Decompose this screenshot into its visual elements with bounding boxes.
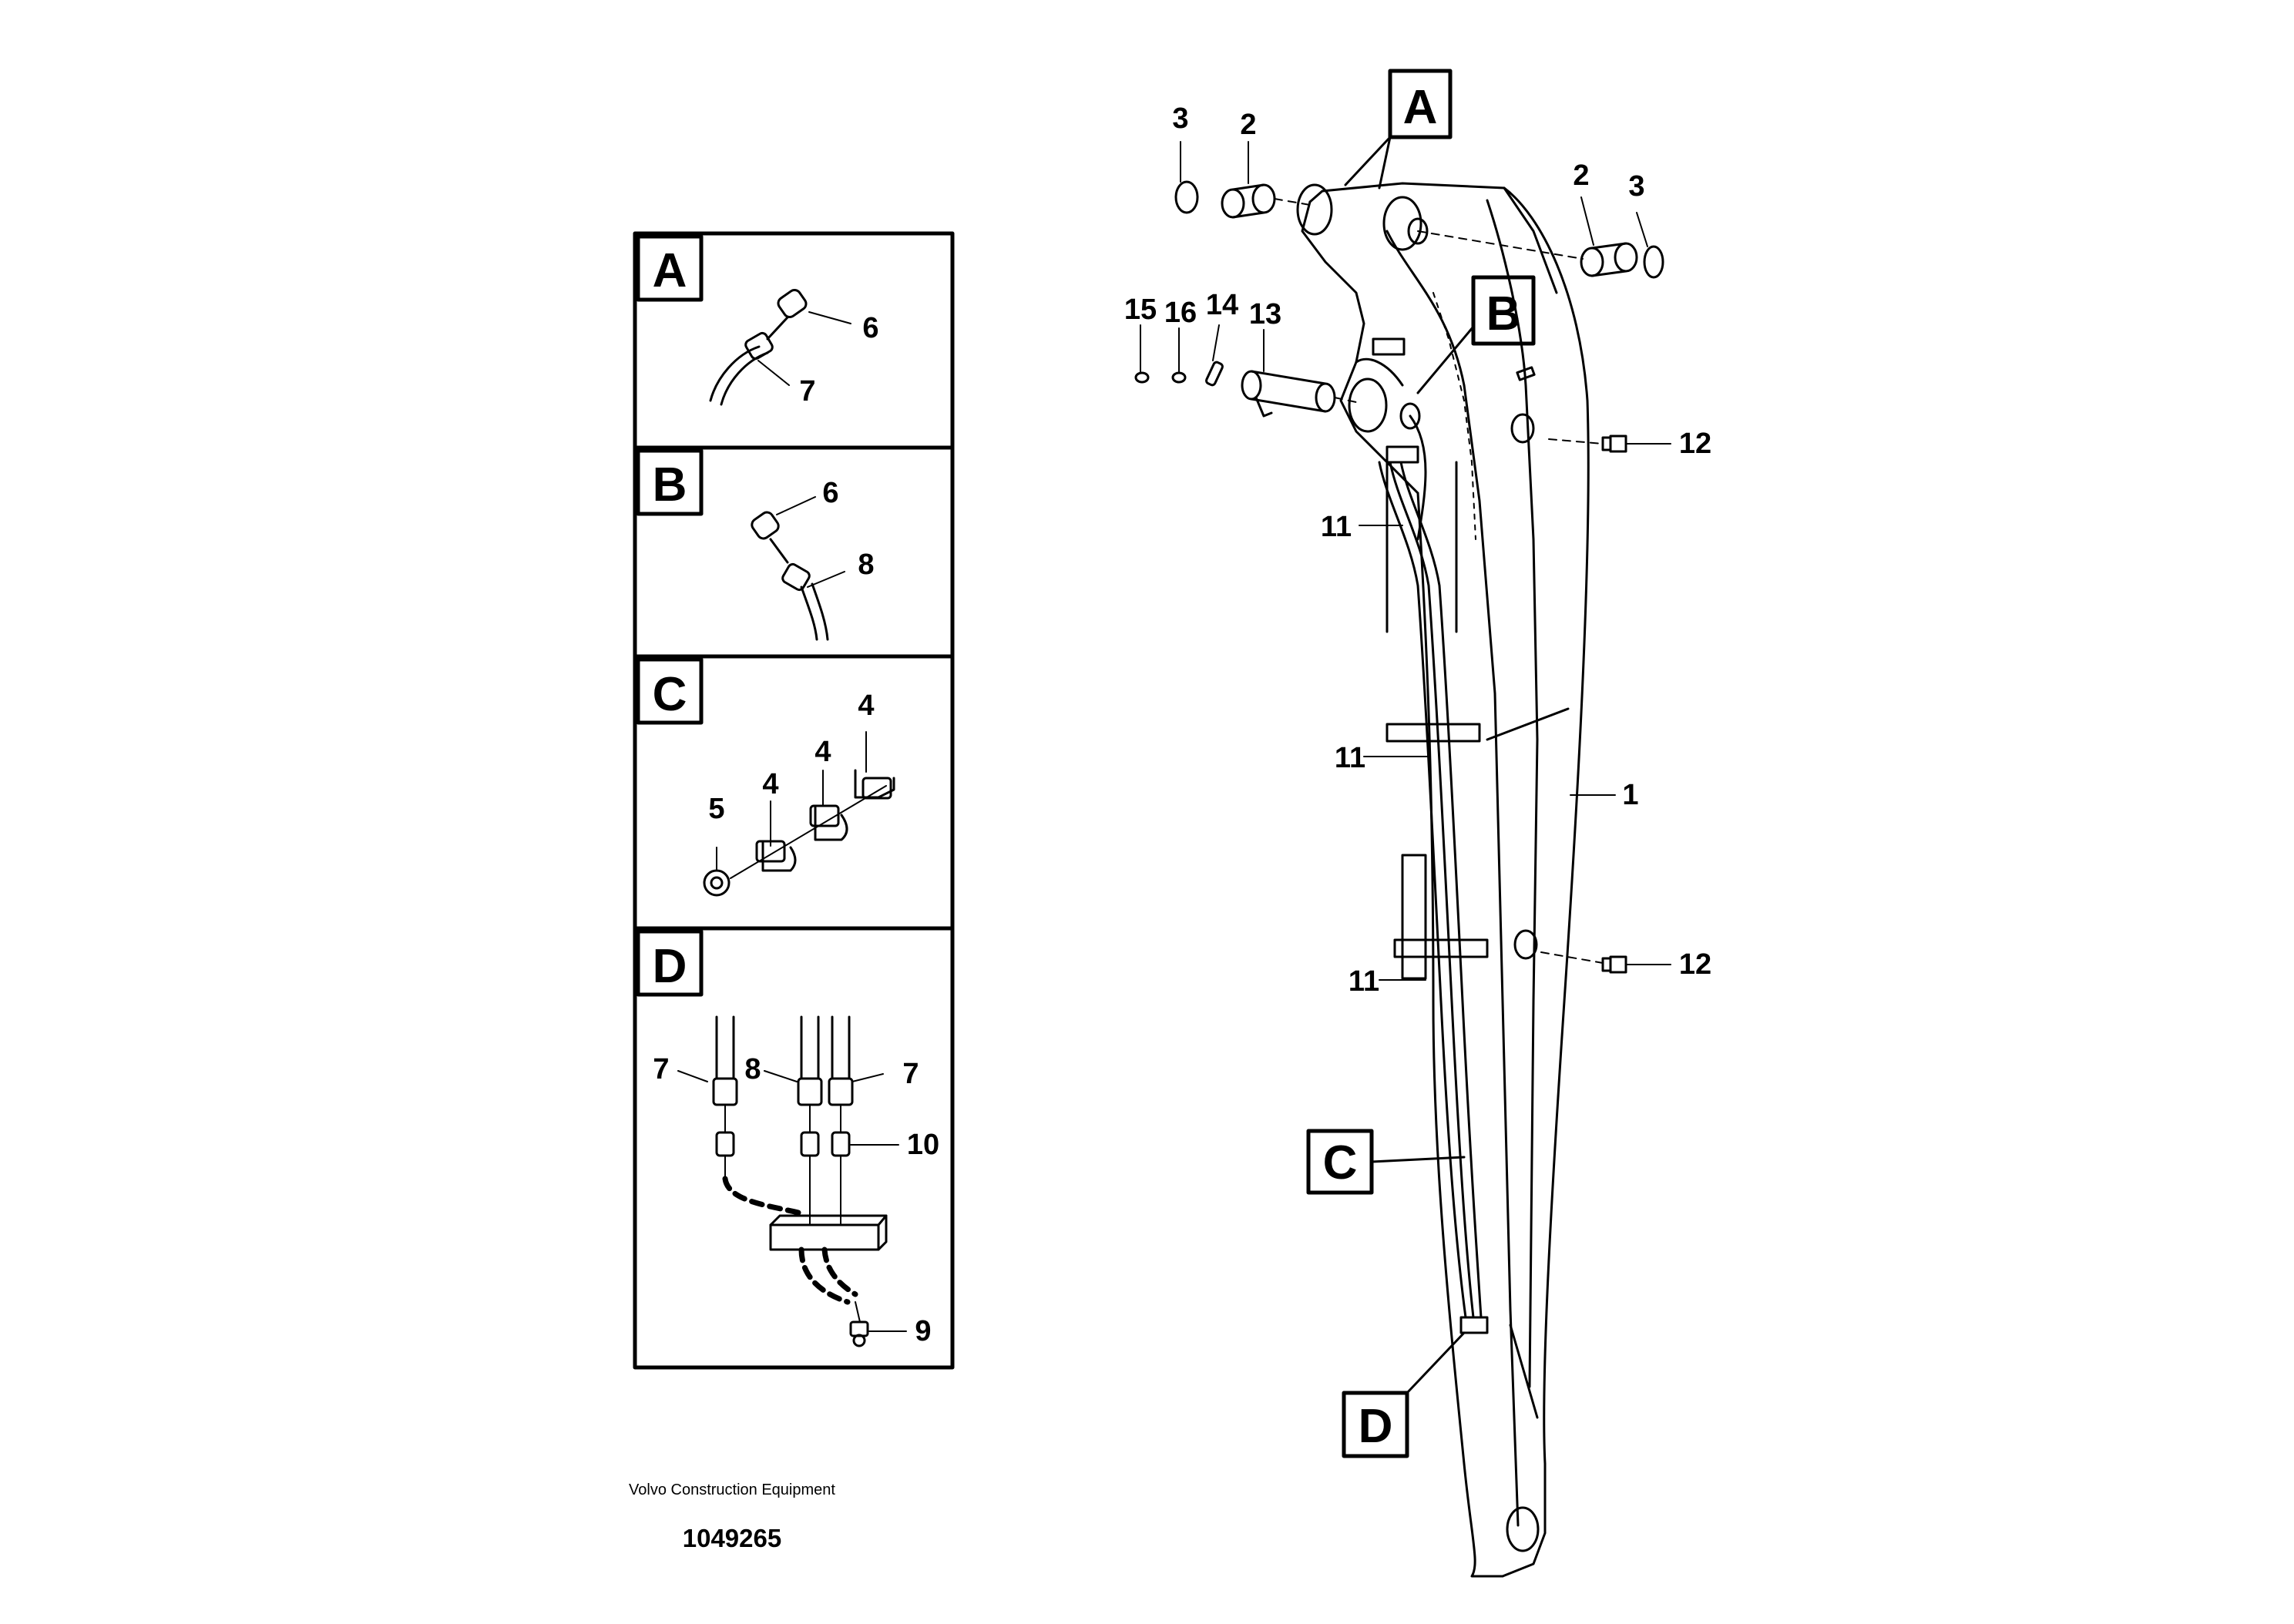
company-name: Volvo Construction Equipment <box>629 1481 835 1498</box>
callout-c-4c: 4 <box>858 690 874 722</box>
callout-15: 15 <box>1124 294 1157 326</box>
callout-c-4b: 4 <box>814 736 831 768</box>
callout-11-mid: 11 <box>1335 742 1365 774</box>
callout-13: 13 <box>1249 298 1281 331</box>
callout-11-top: 11 <box>1321 511 1352 543</box>
marker-a-letter: A <box>1403 81 1438 134</box>
main-callouts: 3 2 2 3 15 16 14 13 12 11 11 1 11 12 <box>1124 102 1711 998</box>
marker-c-letter: C <box>1323 1136 1358 1189</box>
callout-1: 1 <box>1622 779 1638 811</box>
callout-a-7: 7 <box>799 375 815 408</box>
callout-12-bottom: 12 <box>1679 948 1711 981</box>
callout-b-8: 8 <box>858 549 874 581</box>
callout-a-6: 6 <box>862 312 878 344</box>
callout-c-4a: 4 <box>762 768 778 800</box>
callout-d-10: 10 <box>907 1129 939 1161</box>
callout-d-9: 9 <box>915 1315 931 1347</box>
drawing-number: 1049265 <box>682 1524 782 1552</box>
marker-d-letter: D <box>1359 1400 1393 1453</box>
callout-3-left: 3 <box>1172 102 1188 135</box>
detail-marker-b: B <box>1416 275 1536 394</box>
panel-a: A 6 7 <box>636 234 879 408</box>
panels-frame <box>633 231 955 1370</box>
loose-parts <box>1134 180 1664 974</box>
marker-b-letter: B <box>1486 287 1521 341</box>
detail-marker-c: C <box>1306 1129 1466 1195</box>
panel-d-letter: D <box>653 940 687 993</box>
callout-12-top: 12 <box>1679 428 1711 460</box>
main-leaders <box>1140 141 1671 981</box>
callout-2-left: 2 <box>1240 109 1256 141</box>
detail-marker-d: D <box>1342 1331 1466 1458</box>
callout-2-right: 2 <box>1573 159 1589 192</box>
callout-b-6: 6 <box>822 477 838 509</box>
panel-c: C 5 4 4 4 <box>636 657 895 897</box>
callout-d-7b: 7 <box>902 1058 919 1090</box>
boom-arm <box>1296 182 1590 1578</box>
callout-d-8: 8 <box>744 1053 761 1085</box>
callout-3-right: 3 <box>1628 170 1644 203</box>
detail-marker-a: A <box>1344 69 1453 190</box>
callout-d-7a: 7 <box>653 1053 669 1085</box>
washer-right <box>1643 245 1664 279</box>
panel-b: B 6 8 <box>636 448 875 641</box>
panel-a-letter: A <box>653 244 687 297</box>
panel-b-letter: B <box>653 458 687 512</box>
panel-d: D <box>636 929 939 1347</box>
detail-panels: A 6 7 B 6 <box>633 231 955 1370</box>
callout-c-5: 5 <box>708 793 724 825</box>
callout-14: 14 <box>1206 289 1238 321</box>
washer-left <box>1174 180 1199 214</box>
callout-16: 16 <box>1164 297 1197 329</box>
callout-11-low: 11 <box>1349 965 1379 998</box>
panel-c-letter: C <box>653 668 687 721</box>
